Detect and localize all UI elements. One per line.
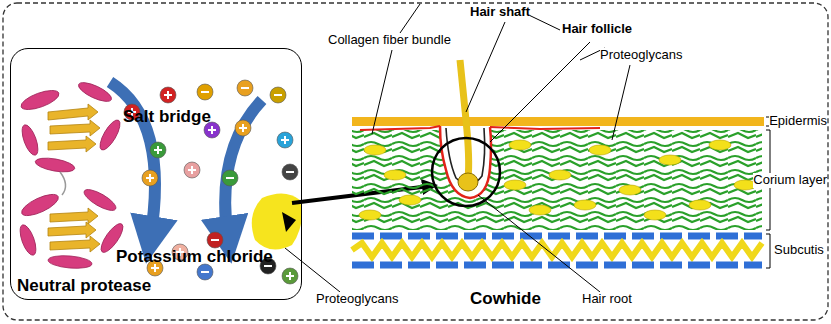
- protease-structure: [17, 79, 127, 270]
- leader-lines: [285, 4, 630, 292]
- part-label: Proteoglycans: [316, 292, 398, 307]
- part-label: Hair shaft: [470, 5, 530, 20]
- figure-title: Cowhide: [470, 289, 541, 309]
- layer-label: Epidermis: [769, 114, 827, 129]
- reaction-box: Salt bridgePotassium chlorideNeutral pro…: [10, 48, 302, 300]
- node-label: Potassium chloride: [116, 247, 273, 267]
- part-label: Collagen fiber bundle: [328, 33, 451, 48]
- layer-label: Corium layer: [753, 173, 827, 188]
- node-label: Neutral protease: [17, 276, 151, 296]
- cowhide: [352, 60, 770, 268]
- part-label: Hair root: [582, 292, 632, 307]
- layer-label: Subcutis: [774, 243, 824, 258]
- flow-arrow: [110, 82, 155, 240]
- part-label: Proteoglycans: [600, 48, 682, 63]
- part-label: Hair follicle: [562, 22, 632, 37]
- node-label: Salt bridge: [123, 107, 211, 127]
- frame: [3, 3, 828, 320]
